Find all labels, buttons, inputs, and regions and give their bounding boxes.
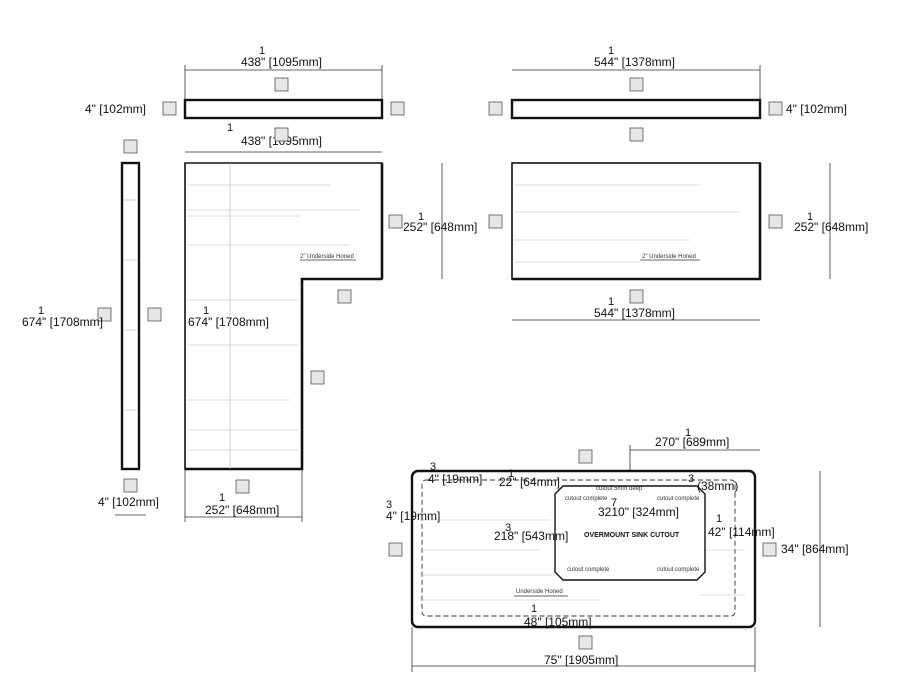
left-strip-slab [120, 161, 141, 471]
l-shaped-piece: 1 438" [1095mm] 2" Underside Honed 1 252… [184, 122, 477, 522]
left-strip-height-fraction: 1 [38, 305, 44, 317]
hatch-marker [762, 542, 777, 557]
top-right-edge-slab [510, 98, 762, 120]
l-piece-height-label: 674" [1708mm] [188, 315, 269, 329]
hatch-marker [629, 289, 644, 304]
hatch-marker [629, 127, 644, 142]
sink-bottom-fraction: 1 [531, 603, 537, 615]
hatch-marker [123, 139, 138, 154]
hatch-marker [388, 214, 403, 229]
top-right-width-label: 544" [1378mm] [594, 55, 675, 69]
hatch-marker [578, 635, 593, 650]
hatch-marker [768, 214, 783, 229]
sink-offset-fraction: 1 [508, 468, 514, 480]
top-right-edge-view: 1 544" [1378mm] 4" [102mm] [488, 45, 847, 142]
sink-piece-inner-dashed [421, 479, 736, 617]
sink-cutout-corner-note: cutout complete [657, 496, 700, 502]
l-piece-height-fraction: 1 [203, 305, 209, 317]
sink-piece-note: Underside Honed [516, 589, 563, 595]
sink-cutout-top-note: cutout 5mm deep [596, 486, 643, 492]
hatch-marker [123, 478, 138, 493]
right-piece-grain [514, 184, 740, 263]
l-piece-note: 2" Underside Honed [300, 254, 354, 260]
l-piece-bottom-fraction: 1 [219, 492, 225, 504]
sink-right-fraction: 1 [716, 513, 722, 525]
sink-edge-label: 4" [19mm] [386, 509, 440, 523]
sink-cutout-width-label: 3210" [324mm] [598, 505, 679, 519]
hatch-marker [488, 101, 503, 116]
hatch-marker [388, 542, 403, 557]
sink-top-fraction: 1 [685, 427, 691, 439]
top-right-width-fraction: 1 [608, 45, 614, 57]
hatch-marker [337, 289, 352, 304]
sink-corner-label: (38mm) [697, 479, 738, 493]
hatch-marker [235, 479, 250, 494]
sink-piece-grain [420, 519, 745, 601]
right-piece-bottom-fraction: 1 [608, 296, 614, 308]
top-left-edge-view: 1 438" [1095mm] 4" [102mm] [85, 45, 405, 120]
sink-bottom-label: 48" [105mm] [524, 615, 592, 629]
l-piece-depth-label: 252" [648mm] [403, 220, 477, 234]
hatch-marker [147, 307, 162, 322]
sink-cutout-title: OVERMOUNT SINK CUTOUT [584, 532, 680, 539]
top-left-edge-label: 4" [102mm] [85, 102, 146, 116]
sink-total-label: 75" [1905mm] [544, 653, 618, 667]
sink-cutout-corner-note: cutout complete [565, 496, 608, 502]
left-strip-grain [124, 199, 137, 411]
hatch-marker [390, 101, 405, 116]
sink-top-label: 270" [689mm] [655, 435, 729, 449]
hatch-marker [629, 77, 644, 92]
top-right-edge-label: 4" [102mm] [786, 102, 847, 116]
l-piece-bottom-label: 252" [648mm] [205, 503, 279, 517]
hatch-marker [768, 101, 783, 116]
sink-piece: 1 270" [689mm] 3 4" [19mm] 1 22" [64mm] … [386, 427, 849, 672]
hatch-marker [578, 449, 593, 464]
sink-height-label: 34" [864mm] [781, 542, 849, 556]
hatch-marker [274, 77, 289, 92]
right-piece-outline [511, 162, 761, 280]
hatch-marker [274, 127, 289, 142]
hatch-marker [97, 307, 112, 322]
l-piece-depth-fraction: 1 [418, 211, 424, 223]
sink-corner-fraction: 3 [688, 473, 694, 485]
sink-cutout-corner-note: cutout complete [567, 567, 610, 573]
sink-depth-fraction: 3 [505, 522, 511, 534]
right-piece-note: 2" Underside Honed [642, 254, 696, 260]
sink-left-label: 4" [19mm] [428, 472, 482, 486]
right-piece-bottom-label: 544" [1378mm] [594, 306, 675, 320]
top-left-width-label: 438" [1095mm] [241, 55, 322, 69]
sink-offset-label: 22" [64mm] [499, 475, 560, 489]
left-strip-height-label: 674" [1708mm] [22, 315, 103, 329]
top-left-width-fraction: 1 [259, 45, 265, 57]
l-piece-grain [187, 184, 360, 451]
sink-right-label: 42" [114mm] [708, 525, 775, 539]
hatch-marker [162, 101, 177, 116]
right-piece-depth-fraction: 1 [807, 211, 813, 223]
left-strip-view: 1 674" [1708mm] 4" [102mm] [22, 139, 162, 516]
hatch-marker [310, 370, 325, 385]
sink-cutout [554, 485, 706, 581]
sink-cutout-corner-note: cutout complete [657, 567, 700, 573]
right-rectangle-piece: 2" Underside Honed 1 252" [648mm] 1 544"… [488, 162, 868, 321]
sink-cutout-width-fraction: 7 [611, 497, 617, 509]
top-left-edge-slab [183, 98, 384, 120]
hatch-marker [488, 214, 503, 229]
left-strip-width-label: 4" [102mm] [98, 495, 159, 509]
right-piece-depth-label: 252" [648mm] [794, 220, 868, 234]
sink-edge-fraction: 3 [386, 499, 392, 511]
l-piece-top-fraction: 1 [227, 122, 233, 134]
sink-left-fraction: 3 [430, 461, 436, 473]
sink-depth-label: 218" [543mm] [494, 529, 568, 543]
